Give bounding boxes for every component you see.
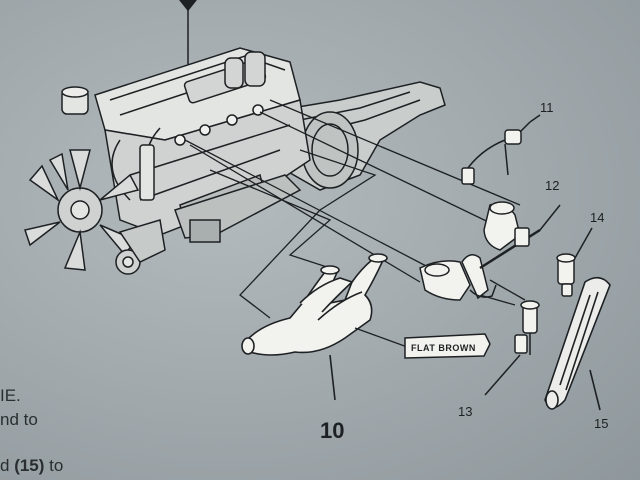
callout-13: 13 bbox=[458, 404, 472, 419]
fitting-part bbox=[556, 227, 593, 297]
callout-10: 10 bbox=[320, 418, 344, 443]
sensor-wire-part bbox=[461, 114, 541, 185]
instruction-line-3-prefix: d bbox=[0, 456, 15, 475]
instruction-line-3: d (15) to bbox=[0, 456, 63, 476]
callout-14: 14 bbox=[590, 210, 604, 225]
valve-part bbox=[484, 300, 540, 396]
callout-11: 11 bbox=[540, 100, 554, 115]
paint-color-tag: FLAT BROWN bbox=[354, 327, 491, 359]
panel-part bbox=[544, 276, 611, 411]
callout-12: 12 bbox=[545, 178, 559, 193]
pipe-assembly-part bbox=[419, 201, 561, 301]
callout-15: 15 bbox=[594, 416, 608, 431]
exhaust-header-part bbox=[241, 253, 388, 401]
fan-illustration bbox=[24, 149, 140, 271]
engine-block-illustration bbox=[24, 0, 446, 275]
instruction-line-2: nd to bbox=[0, 410, 38, 429]
instruction-line-1: IE. bbox=[0, 386, 21, 405]
leader-lines bbox=[184, 99, 526, 319]
part-reference-15: (15) bbox=[14, 456, 45, 475]
instruction-line-3-suffix: to bbox=[44, 456, 64, 475]
paint-label: FLAT BROWN bbox=[411, 343, 476, 353]
